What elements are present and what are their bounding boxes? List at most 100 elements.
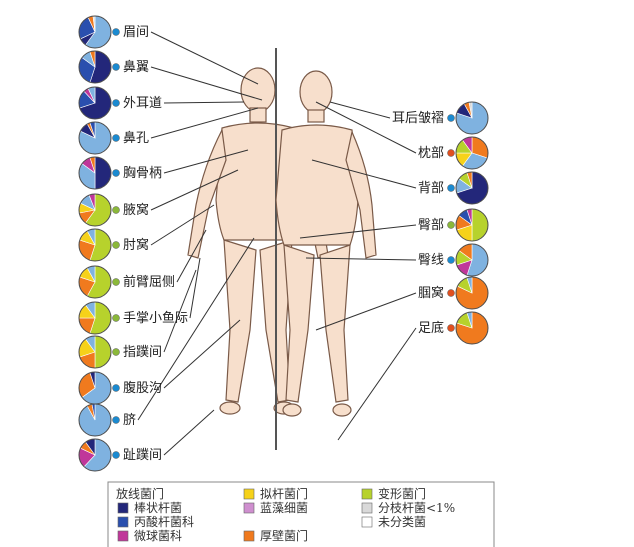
legend: 放线菌门棒状杆菌丙酸杆菌科微球菌科拟杆菌门蓝藻细菌变形菌门分枝杆菌<1%未分类菌… [107,481,495,547]
leader-line-17 [305,257,417,261]
site-label-14: 枕部 [418,146,444,161]
legend-swatch-bacteroidetes [243,488,255,500]
site-indicator-dot [112,314,120,322]
legend-swatch-other [361,502,373,514]
site-indicator-dot [112,348,120,356]
site-indicator-dot [112,278,120,286]
site-label-17: 臀线 [418,253,444,268]
site-pie-14: 枕部 [418,136,489,170]
legend-label-unclassified: 未分类菌 [378,515,426,529]
leader-line-8 [189,257,201,319]
pie-outline [78,156,112,190]
site-indicator-dot [112,416,120,424]
site-label-15: 背部 [418,181,444,196]
pie-outline [455,276,489,310]
site-indicator-dot [447,324,455,332]
site-label-11: 脐 [123,413,136,428]
pie-outline [455,311,489,345]
legend-swatch-unclassified [361,516,373,528]
site-label-10: 腹股沟 [123,380,162,396]
legend-swatch-proteobacteria [361,488,373,500]
leader-line-14 [315,101,417,154]
leader-line-13 [329,101,391,119]
legend-label-corynebacterium: 棒状杆菌 [134,501,182,515]
leader-line-2 [163,101,245,104]
pie-outline [455,208,489,242]
site-label-19: 足底 [418,320,444,336]
pie-outline [78,15,112,49]
site-label-3: 鼻孔 [123,130,149,146]
site-pie-charts: 眉间鼻翼外耳道鼻孔胸骨柄腋窝肘窝前臂屈侧手掌小鱼际指蹼间腹股沟脐趾蹼间耳后皱褶枕… [78,15,489,472]
legend-swatch-micrococcus [117,530,129,542]
pie-slice-proteobacteria [471,208,489,242]
pie-outline [78,50,112,84]
site-pie-17: 臀线 [418,243,489,277]
leader-line-12 [163,409,215,456]
site-indicator-dot [447,184,455,192]
pie-outline [78,301,112,335]
site-pie-2: 外耳道 [78,86,162,120]
leader-line-19 [337,327,417,441]
leader-line-0 [150,31,259,85]
site-pie-18: 腘窝 [418,276,489,310]
site-indicator-dot [447,221,455,229]
pie-outline [78,265,112,299]
pie-outline [455,243,489,277]
site-label-1: 鼻翼 [123,59,149,75]
leader-line-6 [150,204,215,246]
site-indicator-dot [112,169,120,177]
legend-swatch-cyanobacteria [243,502,255,514]
site-indicator-dot [112,99,120,107]
site-indicator-dot [447,114,455,122]
pie-outline [455,136,489,170]
site-pie-11: 脐 [78,403,136,437]
site-pie-1: 鼻翼 [78,50,149,84]
site-indicator-dot [112,63,120,71]
legend-label-bacteroidetes: 拟杆菌门 [260,486,308,501]
site-indicator-dot [112,451,120,459]
legend-swatch-corynebacterium [117,502,129,514]
pie-outline [78,86,112,120]
site-pie-8: 手掌小鱼际 [78,301,188,335]
pie-outline [78,228,112,262]
pie-outline [78,403,112,437]
leader-line-11 [137,237,255,421]
pie-outline [455,101,489,135]
site-label-9: 指蹼间 [123,345,162,360]
site-pie-15: 背部 [418,171,489,205]
legend-frame [107,481,495,547]
site-indicator-dot [112,206,120,214]
legend-swatch-propionibacterium [117,516,129,528]
site-label-7: 前臂屈侧 [123,274,175,290]
site-pie-13: 耳后皱褶 [392,101,489,135]
leader-line-18 [315,292,417,331]
back-body-figure [275,70,377,417]
leader-line-9 [163,269,197,353]
site-indicator-dot [112,28,120,36]
leader-line-5 [150,169,239,211]
site-label-4: 胸骨柄 [123,166,162,181]
leader-line-16 [299,224,417,239]
leader-lines [137,31,417,456]
pie-slice-corynebacterium [94,156,112,190]
site-pie-16: 臀部 [418,208,489,242]
site-label-2: 外耳道 [123,96,162,111]
site-pie-10: 腹股沟 [78,371,162,405]
site-pie-4: 胸骨柄 [78,156,162,190]
legend-label-cyanobacteria: 蓝藻细菌 [260,501,308,515]
site-label-12: 趾蹼间 [123,448,162,463]
site-pie-7: 前臂屈侧 [78,265,175,299]
site-pie-19: 足底 [418,311,489,345]
pie-outline [78,121,112,155]
site-pie-9: 指蹼间 [78,335,162,369]
leader-line-10 [163,319,241,389]
legend-label-proteobacteria: 变形菌门 [378,486,426,501]
site-pie-6: 肘窝 [78,228,149,262]
site-label-5: 腋窝 [123,202,149,218]
leader-line-1 [150,66,263,101]
site-pie-12: 趾蹼间 [78,438,162,472]
legend-label-propionibacterium: 丙酸杆菌科 [134,514,194,529]
legend-label-firmicutes: 厚壁菌门 [260,528,308,543]
legend-label-micrococcus: 微球菌科 [134,529,182,543]
